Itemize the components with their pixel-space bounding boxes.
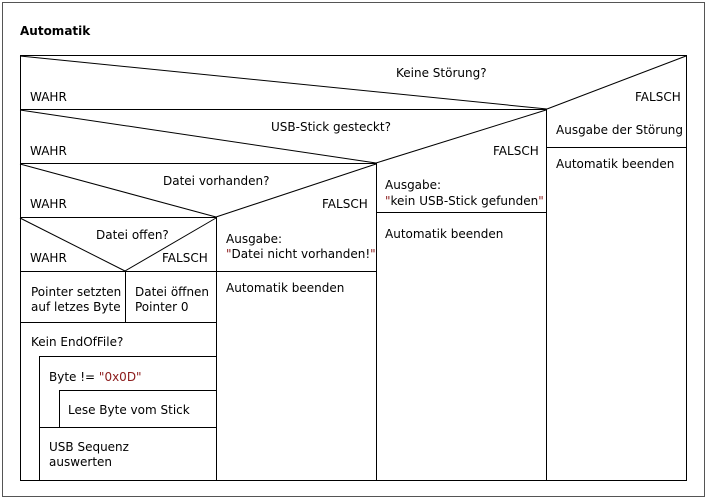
q2-left-diagonal (19, 109, 377, 164)
usb-sequence-line2: auswerten (49, 455, 113, 469)
q1-no-label: FALSCH (635, 90, 681, 104)
usb-output-label: Ausgabe: (385, 178, 442, 192)
q3-yes-label: WAHR (30, 197, 67, 211)
diagram-frame (2, 2, 705, 497)
error-output: Ausgabe der Störung (556, 123, 684, 137)
structogram-outer-box (20, 55, 687, 481)
file-output-close-quote: " (370, 247, 376, 261)
file-output-label: Ausgabe: (226, 232, 283, 246)
loop-byte-value: "0x0D" (98, 370, 142, 384)
read-byte-step: Lese Byte vom Stick (68, 403, 190, 417)
file-output-message: Datei nicht vorhanden! (231, 247, 371, 261)
q4-no-label: FALSCH (162, 251, 208, 265)
open-file-line1: Datei öffnen (135, 285, 210, 299)
q2-yes-label: WAHR (30, 144, 67, 158)
q3-no-label: FALSCH (322, 197, 368, 211)
file-output-text: "Datei nicht vorhanden!" (226, 247, 376, 261)
usb-output-message: kein USB-Stick gefunden (390, 194, 539, 208)
diagram-title: Automatik (20, 24, 91, 38)
q2-right-diagonal (375, 109, 547, 164)
q4-right-diagonal (124, 217, 217, 272)
loop-byte-prefix: Byte != (49, 370, 99, 384)
pointer-set-line1: Pointer setzten (31, 285, 122, 299)
usb-output-open-quote: " (385, 194, 391, 208)
open-file-line2: Pointer 0 (135, 300, 189, 314)
file-output-open-quote: " (226, 247, 232, 261)
error-end: Automatik beenden (556, 157, 675, 171)
q2-question: USB-Stick gesteckt? (271, 120, 391, 134)
loop-byte-condition: Byte != "0x0D" (49, 370, 142, 384)
q4-yes-label: WAHR (30, 251, 67, 265)
usb-end: Automatik beenden (385, 227, 504, 241)
loop-eof-condition: Kein EndOfFile? (31, 335, 124, 349)
q1-left-diagonal (19, 55, 548, 110)
q2-no-label: FALSCH (493, 144, 539, 158)
usb-output-text: "kein USB-Stick gefunden" (385, 194, 544, 208)
q1-question: Keine Störung? (396, 66, 487, 80)
q3-question: Datei vorhanden? (163, 174, 270, 188)
q1-right-diagonal (546, 55, 687, 110)
q4-left-diagonal (19, 217, 126, 272)
pointer-set-line2: auf letzes Byte (31, 300, 121, 314)
q3-left-diagonal (19, 163, 217, 218)
q1-yes-label: WAHR (30, 90, 67, 104)
usb-sequence-line1: USB Sequenz (49, 440, 129, 454)
usb-output-close-quote: " (538, 194, 544, 208)
q3-right-diagonal (215, 163, 377, 218)
q4-question: Datei offen? (96, 228, 169, 242)
file-end: Automatik beenden (226, 281, 345, 295)
